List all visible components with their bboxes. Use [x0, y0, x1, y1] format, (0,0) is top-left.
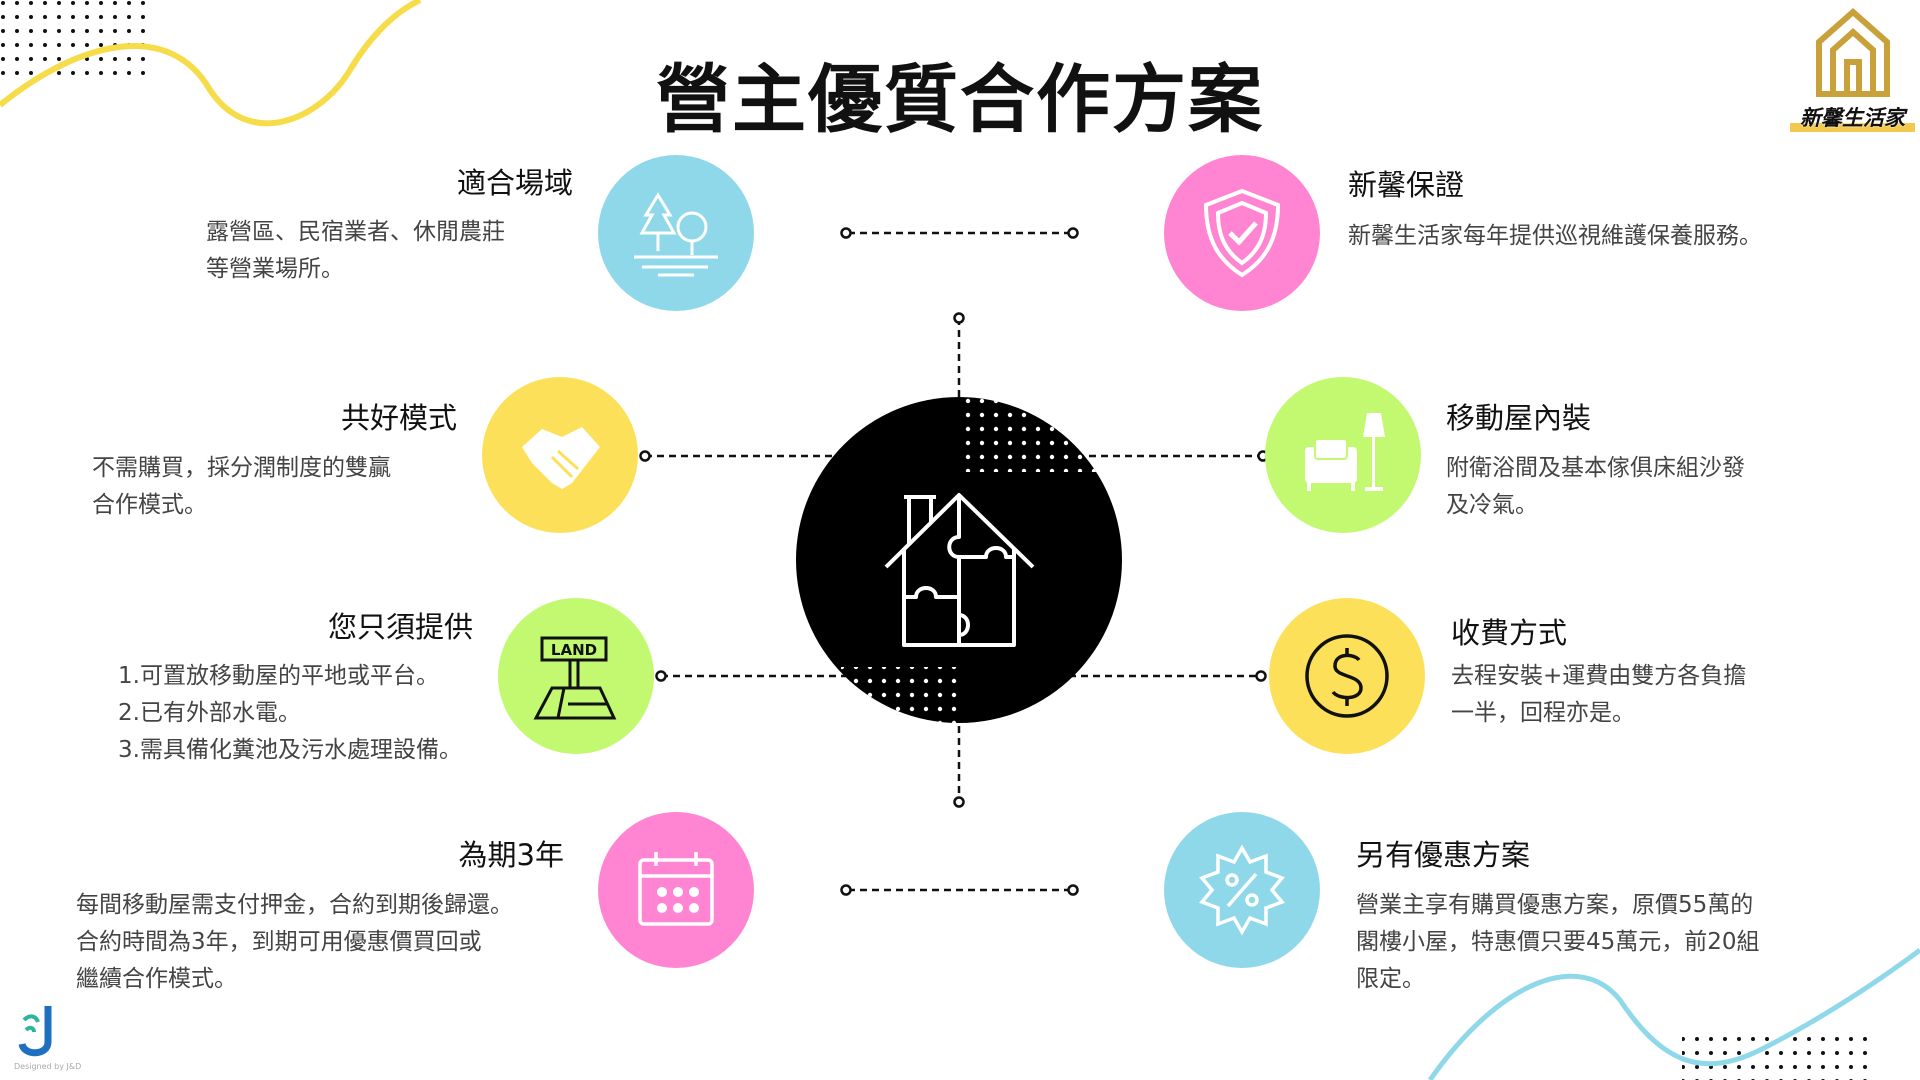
item-heading: 收費方式: [1451, 616, 1568, 650]
body-line: 及冷氣。: [1446, 492, 1538, 518]
designer-credit: Designed by J&D: [14, 1062, 82, 1071]
land-sign-text: LAND: [551, 641, 597, 659]
body-line: 3.需具備化糞池及污水處理設備。: [118, 737, 462, 763]
body-line: 營業主享有購買優惠方案，原價55萬的: [1356, 892, 1754, 918]
body-line: 等營業場所。: [206, 256, 344, 282]
connector-endpoints: [639, 227, 1269, 896]
item-body: 不需購買，採分潤制度的雙贏合作模式。: [92, 450, 391, 524]
body-line: 新馨生活家每年提供巡視維護保養服務。: [1348, 223, 1762, 249]
brand-logo: 新馨生活家: [1790, 7, 1915, 132]
dollar-icon: [1269, 598, 1425, 754]
body-line: 限定。: [1356, 966, 1425, 992]
cyan-curve: [1427, 947, 1920, 1080]
item-heading: 為期3年: [458, 838, 564, 872]
item-heading: 您只須提供: [327, 610, 473, 644]
item-body: 露營區、民宿業者、休閒農莊等營業場所。: [206, 214, 505, 288]
body-line: 繼續合作模式。: [76, 966, 237, 992]
item-body: 每間移動屋需支付押金，合約到期後歸還。合約時間為3年，到期可用優惠價買回或繼續合…: [76, 887, 513, 998]
calendar-icon: [598, 812, 754, 968]
item-body: 新馨生活家每年提供巡視維護保養服務。: [1348, 218, 1762, 255]
item-body: 附衛浴間及基本傢俱床組沙發及冷氣。: [1446, 450, 1745, 524]
body-line: 一半，回程亦是。: [1451, 700, 1635, 726]
logo-text: 新馨生活家: [1790, 102, 1915, 132]
trees-icon: [598, 155, 754, 311]
item-heading: 適合場域: [456, 166, 573, 200]
body-line: 不需購買，採分潤制度的雙贏: [92, 455, 391, 481]
item-body: 1.可置放移動屋的平地或平台。 2.已有外部水電。 3.需具備化糞池及污水處理設備。: [118, 658, 462, 769]
center-house-puzzle-icon: [796, 397, 1122, 723]
dot-grid: [1682, 1030, 1872, 1080]
yellow-curve: [0, 0, 422, 127]
item-body: 營業主享有購買優惠方案，原價55萬的閣樓小屋，特惠價只要45萬元，前20組限定。: [1356, 887, 1760, 998]
body-line: 2.已有外部水電。: [118, 700, 301, 726]
body-line: 合約時間為3年，到期可用優惠價買回或: [76, 929, 482, 955]
body-line: 露營區、民宿業者、休閒農莊: [206, 219, 505, 245]
designer-mark: Designed by J&D: [14, 1000, 81, 1071]
jd-logo-icon: [18, 1006, 52, 1057]
dot-grid: [0, 0, 148, 76]
sofa-lamp-icon: [1265, 377, 1421, 533]
body-line: 閣樓小屋，特惠價只要45萬元，前20組: [1356, 929, 1760, 955]
item-heading: 新馨保證: [1348, 168, 1465, 202]
body-line: 去程安裝+運費由雙方各負擔: [1451, 663, 1747, 689]
shield-check-icon: [1164, 155, 1320, 311]
item-heading: 移動屋內裝: [1446, 401, 1592, 435]
handshake-icon: [482, 377, 638, 533]
page-title: 營主優質合作方案: [656, 57, 1264, 143]
house-logo-icon: [1815, 7, 1890, 97]
discount-badge-icon: [1164, 812, 1320, 968]
body-line: 1.可置放移動屋的平地或平台。: [118, 663, 439, 689]
item-heading: 共好模式: [340, 401, 457, 435]
item-body: 去程安裝+運費由雙方各負擔一半，回程亦是。: [1451, 658, 1746, 732]
body-line: 附衛浴間及基本傢俱床組沙發: [1446, 455, 1745, 481]
item-heading: 另有優惠方案: [1356, 838, 1531, 872]
body-line: 每間移動屋需支付押金，合約到期後歸還。: [76, 892, 513, 918]
body-line: 合作模式。: [92, 492, 207, 518]
land-sign-icon: LAND: [498, 598, 654, 754]
